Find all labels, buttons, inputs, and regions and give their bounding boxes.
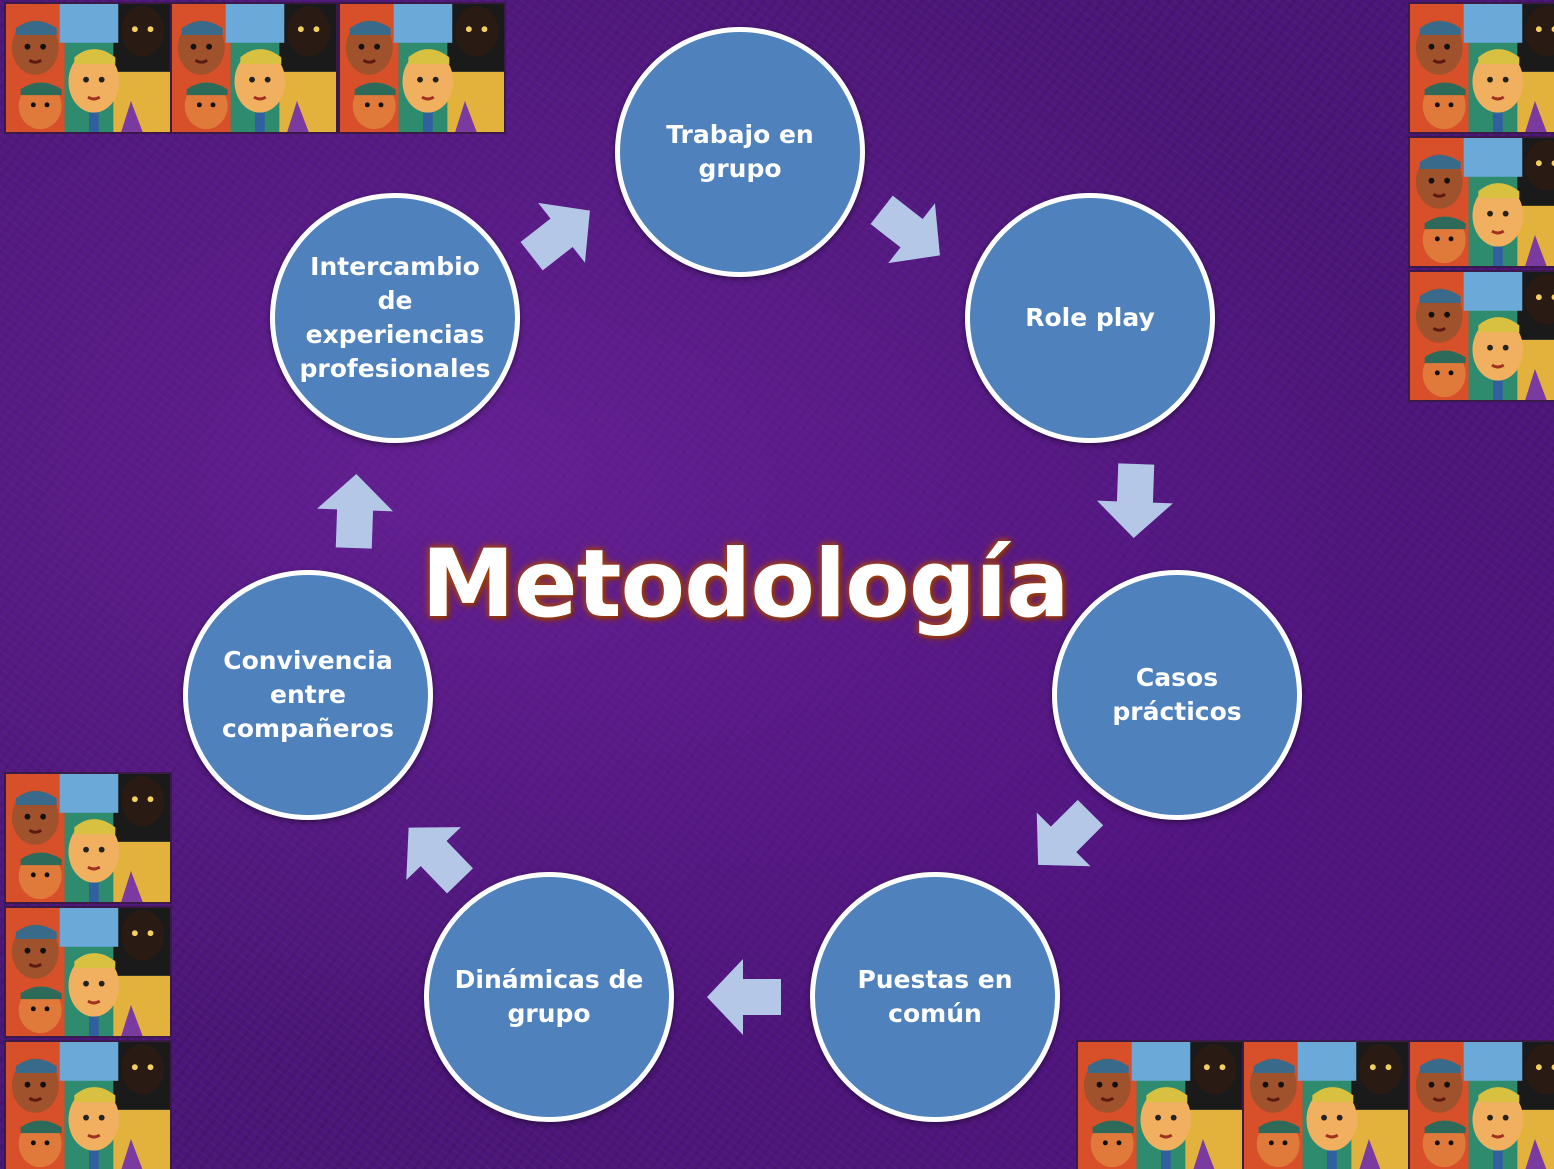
node-label: Convivencia entre compañeros	[222, 646, 394, 743]
cycle-arrow	[1096, 463, 1173, 538]
cycle-node-casos-practicos: Casos prácticos	[1052, 570, 1302, 820]
node-label: Trabajo en grupo	[666, 120, 814, 183]
cycle-node-convivencia: Convivencia entre compañeros	[183, 570, 433, 820]
faces-illustration-image	[338, 2, 506, 134]
cycle-arrow	[406, 827, 473, 894]
cycle-arrow	[317, 474, 394, 549]
faces-illustration-image	[1242, 1040, 1410, 1169]
node-label: Role play	[1025, 303, 1155, 332]
cycle-node-puestas-en-comun: Puestas en común	[810, 872, 1060, 1122]
faces-illustration-image	[4, 772, 172, 904]
faces-illustration-image	[1076, 1040, 1244, 1169]
node-label: Dinámicas de grupo	[454, 965, 644, 1028]
faces-illustration-image	[1408, 2, 1554, 134]
cycle-node-intercambio: Intercambio de experiencias profesionale…	[270, 193, 520, 443]
cycle-node-role-play: Role play	[965, 193, 1215, 443]
faces-illustration-image	[1408, 136, 1554, 268]
cycle-arrow	[520, 202, 590, 271]
faces-illustration-image	[4, 2, 172, 134]
faces-illustration-image	[170, 2, 338, 134]
faces-illustration-image	[4, 906, 172, 1038]
faces-illustration-image	[4, 1040, 172, 1169]
faces-illustration-image	[1408, 270, 1554, 402]
node-label: Casos prácticos	[1112, 663, 1242, 726]
node-label: Intercambio de experiencias profesionale…	[299, 252, 491, 383]
cycle-arrow	[870, 195, 940, 264]
cycle-arrow	[1036, 799, 1104, 867]
cycle-node-dinamicas-de-grupo: Dinámicas de grupo	[424, 872, 674, 1122]
node-label: Puestas en común	[857, 965, 1013, 1028]
cycle-node-trabajo-en-grupo: Trabajo en grupo	[615, 27, 865, 277]
diagram-title: Metodología	[421, 530, 1069, 639]
cycle-arrow	[707, 959, 781, 1035]
faces-illustration-image	[1408, 1040, 1554, 1169]
